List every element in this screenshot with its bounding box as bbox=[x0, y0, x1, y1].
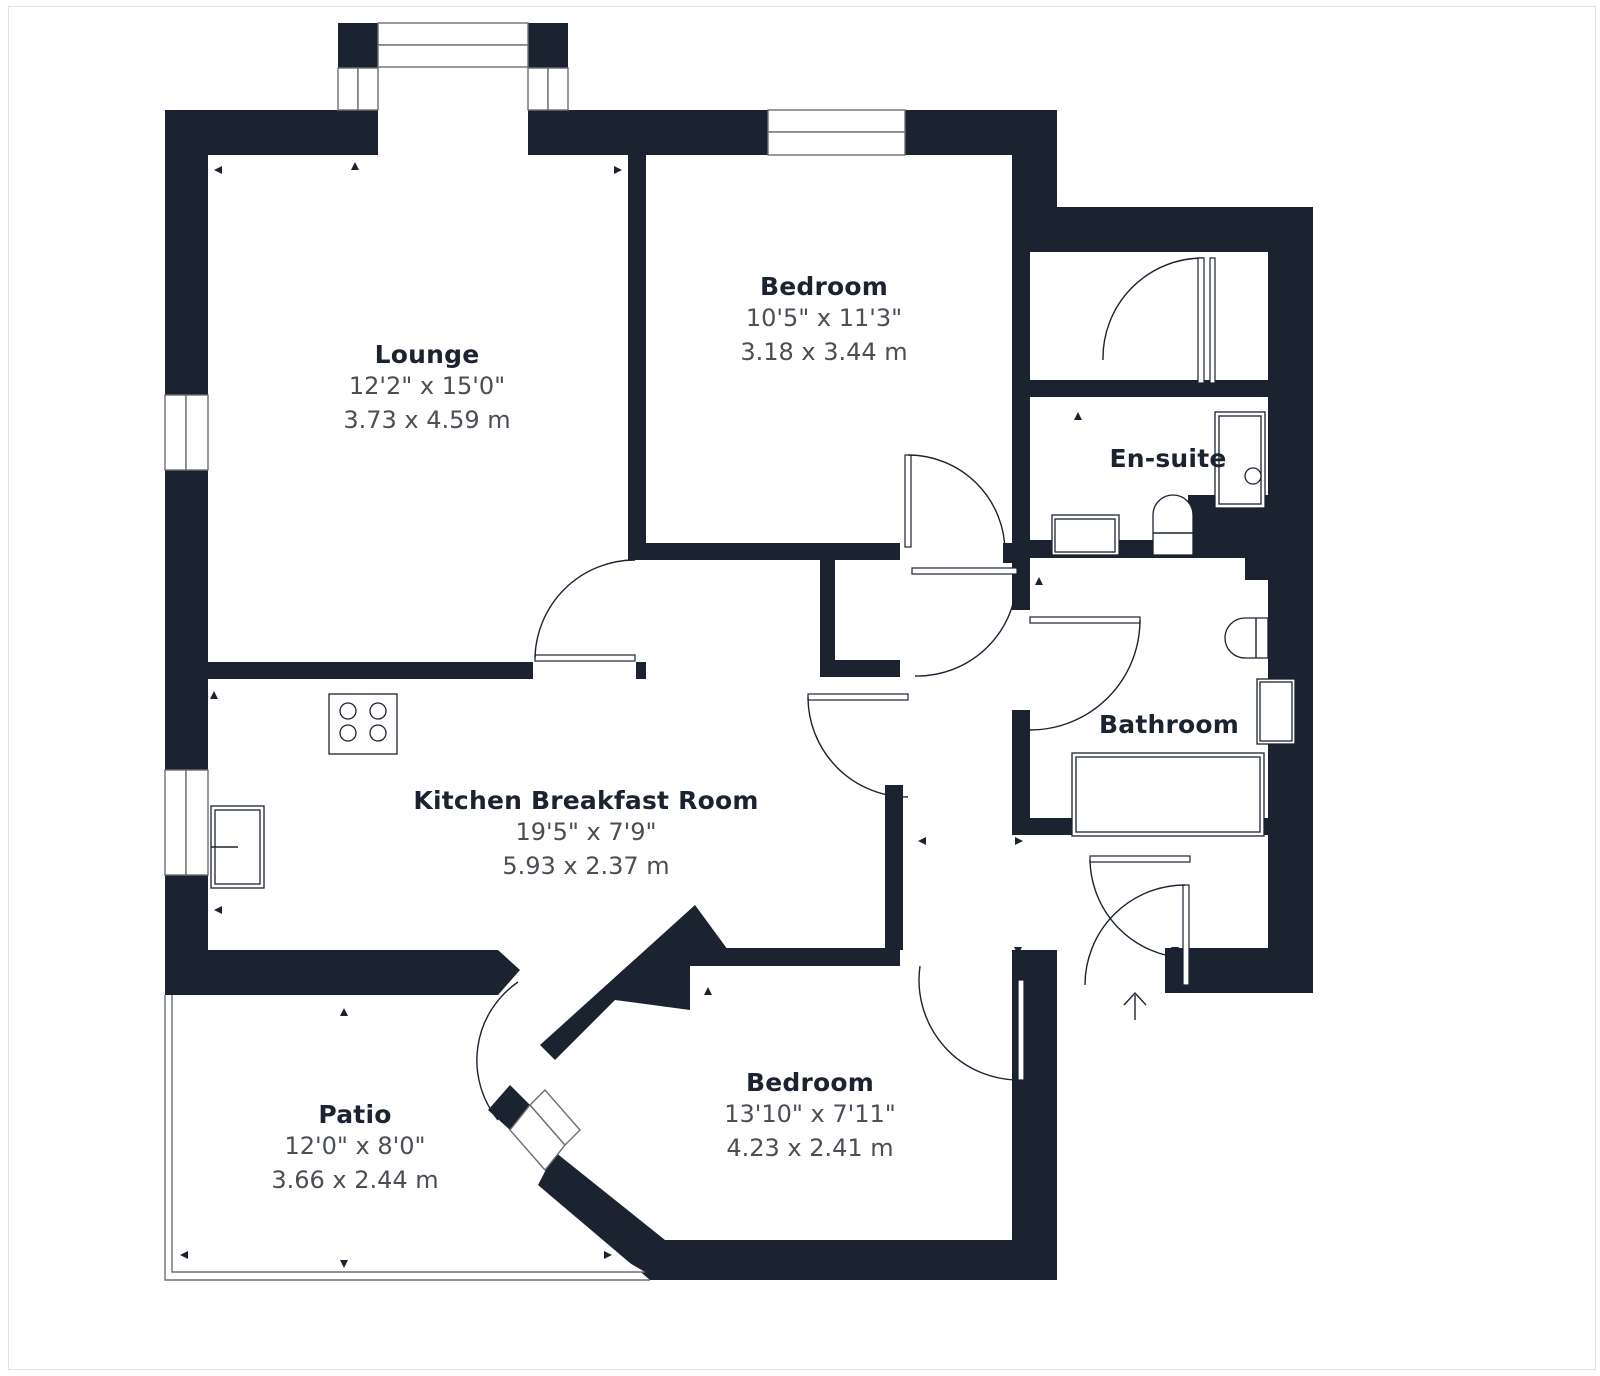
room-dimensions-imperial: 19'5" x 7'9" bbox=[515, 818, 657, 846]
kitchen-sink-icon bbox=[210, 805, 265, 889]
room-dimensions-imperial: 13'10" x 7'11" bbox=[724, 1100, 896, 1128]
room-dimensions-imperial: 12'2" x 15'0" bbox=[348, 372, 506, 400]
room-dimensions-metric: 3.18 x 3.44 m bbox=[740, 338, 908, 366]
room-dimensions-imperial: 12'0" x 8'0" bbox=[284, 1132, 426, 1160]
dimension-ticks bbox=[180, 162, 1179, 1268]
ensuite-toilet-icon bbox=[1152, 494, 1194, 556]
room-bedroom-1: Bedroom 10'5" x 11'3" 3.18 x 3.44 m bbox=[740, 272, 907, 369]
bathtub-icon bbox=[1071, 752, 1265, 837]
room-name: Kitchen Breakfast Room bbox=[413, 786, 759, 815]
doors bbox=[476, 257, 1216, 1121]
room-name: En-suite bbox=[1109, 444, 1227, 473]
room-dimensions-metric: 4.23 x 2.41 m bbox=[726, 1134, 894, 1162]
room-bathroom: Bathroom bbox=[1099, 710, 1239, 739]
room-name: Bathroom bbox=[1098, 710, 1240, 739]
windows bbox=[164, 22, 906, 1281]
bathroom-toilet-icon bbox=[1224, 617, 1269, 659]
room-ensuite: En-suite bbox=[1109, 444, 1226, 473]
exterior-walls bbox=[165, 23, 1313, 1280]
room-name: Lounge bbox=[374, 340, 480, 369]
room-bedroom-2: Bedroom 13'10" x 7'11" 4.23 x 2.41 m bbox=[724, 1068, 896, 1165]
room-name: Bedroom bbox=[745, 1068, 875, 1097]
room-lounge: Lounge 12'2" x 15'0" 3.73 x 4.59 m bbox=[343, 340, 510, 437]
room-name: Bedroom bbox=[759, 272, 889, 301]
room-kitchen-breakfast: Kitchen Breakfast Room 19'5" x 7'9" 5.93… bbox=[413, 786, 758, 883]
bathroom-basin-icon bbox=[1256, 678, 1296, 745]
ensuite-basin-icon bbox=[1051, 514, 1120, 556]
hob-icon bbox=[328, 693, 398, 755]
room-dimensions-metric: 5.93 x 2.37 m bbox=[502, 852, 670, 880]
plan-frame bbox=[8, 6, 1596, 1370]
shower-icon bbox=[1214, 411, 1266, 509]
arrow-up-icon bbox=[1123, 991, 1147, 1020]
fixtures bbox=[210, 411, 1296, 889]
room-dimensions-metric: 3.73 x 4.59 m bbox=[343, 406, 511, 434]
room-dimensions-imperial: 10'5" x 11'3" bbox=[745, 304, 903, 332]
room-dimensions-metric: 3.66 x 2.44 m bbox=[271, 1166, 439, 1194]
room-patio: Patio 12'0" x 8'0" 3.66 x 2.44 m bbox=[271, 1100, 438, 1197]
room-name: Patio bbox=[318, 1100, 392, 1129]
